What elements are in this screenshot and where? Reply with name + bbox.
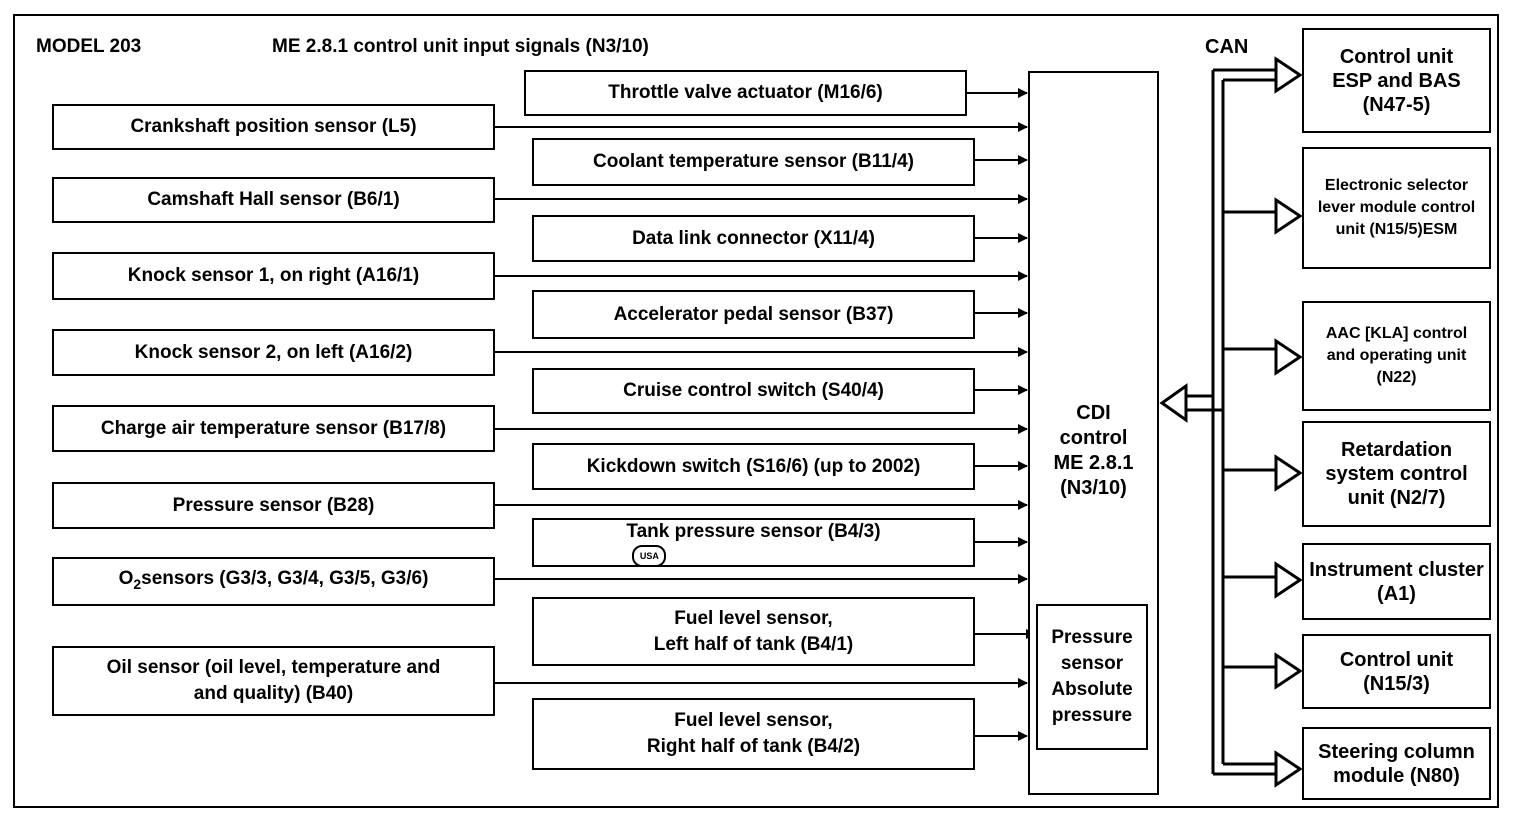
input-tank-pressure-sensor: Tank pressure sensor (B4/3)USA (532, 518, 975, 567)
cdi-label-line: ME 2.8.1 (1053, 452, 1134, 474)
cdi-label-line: control (1059, 427, 1128, 449)
cdi-label-line: (N3/10) (1060, 477, 1127, 499)
input-label: Charge air temperature sensor (B17/8) (100, 417, 447, 439)
model-label: MODEL 203 (36, 36, 142, 57)
output-label-line: (N47-5) (1362, 93, 1431, 116)
output-label-line: and operating unit (1326, 347, 1467, 364)
input-label: Tank pressure sensor (B4/3)USA (626, 519, 881, 567)
can-arrow-n15-3 (1274, 652, 1303, 690)
input-label: Cruise control switch (S40/4) (623, 380, 884, 401)
pressure-sensor-line: Pressure (1051, 627, 1133, 648)
can-arrow-esp (1274, 56, 1303, 94)
input-label: Kickdown switch (S16/6) (up to 2002) (586, 455, 921, 477)
can-arrow-cdi (1159, 383, 1188, 423)
input-label-line2: Right half of tank (B4/2) (646, 736, 861, 757)
can-arrow-retardation (1274, 454, 1303, 492)
cdi-label-line: CDI (1076, 402, 1111, 424)
usa-badge-icon: USA (632, 544, 667, 567)
output-label-line: Control unit (1339, 648, 1454, 671)
input-crankshaft-sensor: Crankshaft position sensor (L5) (52, 104, 495, 150)
output-retardation-control-unit: Retardation system control unit (N2/7) (1302, 421, 1491, 527)
input-data-link-connector: Data link connector (X11/4) (532, 215, 975, 262)
output-label-line: Retardation (1340, 439, 1453, 461)
can-arrow-aac (1274, 338, 1303, 376)
output-label-line: (N22) (1376, 369, 1417, 386)
output-label-line: (N15/3) (1363, 672, 1430, 695)
input-label: O2sensors (G3/3, G3/4, G3/5, G3/6) (118, 568, 429, 592)
input-knock-sensor-2: Knock sensor 2, on left (A16/2) (52, 329, 495, 376)
output-label-line: Electronic selector (1324, 177, 1469, 194)
input-label-line1: Oil sensor (oil level, temperature and (106, 657, 441, 678)
input-label: Accelerator pedal sensor (B37) (613, 303, 894, 325)
input-label: Pressure sensor (B28) (172, 494, 375, 516)
input-label: Knock sensor 2, on left (A16/2) (134, 341, 413, 363)
pressure-sensor-line: pressure (1051, 705, 1133, 726)
output-control-unit-n15-3: Control unit (N15/3) (1302, 634, 1491, 709)
input-fuel-level-right: Fuel level sensor, Right half of tank (B… (532, 698, 975, 770)
output-label-line: unit (N2/7) (1347, 487, 1446, 509)
input-knock-sensor-1: Knock sensor 1, on right (A16/1) (52, 252, 495, 300)
cdi-label: CDI control ME 2.8.1 (N3/10) (1030, 401, 1157, 501)
input-label: Camshaft Hall sensor (B6/1) (147, 189, 400, 210)
input-cruise-switch: Cruise control switch (S40/4) (532, 368, 975, 414)
can-bus-label: CAN (1205, 36, 1249, 58)
output-instrument-cluster: Instrument cluster (A1) (1302, 543, 1491, 620)
input-kickdown-switch: Kickdown switch (S16/6) (up to 2002) (532, 443, 975, 490)
can-arrow-instrument (1274, 561, 1303, 599)
output-esp-bas-control-unit: Control unit ESP and BAS (N47-5) (1302, 28, 1491, 133)
pressure-sensor-line: sensor (1060, 653, 1124, 674)
input-camshaft-sensor: Camshaft Hall sensor (B6/1) (52, 177, 495, 223)
output-label-line: module (N80) (1333, 764, 1460, 787)
absolute-pressure-sensor: Pressure sensor Absolute pressure (1036, 604, 1148, 750)
output-label-line: Control unit (1339, 45, 1454, 68)
input-label: Data link connector (X11/4) (632, 227, 875, 249)
input-label-line2: Left half of tank (B4/1) (653, 633, 854, 655)
input-o2-sensors: O2sensors (G3/3, G3/4, G3/5, G3/6) (52, 557, 495, 606)
output-label-line: Instrument cluster (1309, 558, 1484, 581)
input-label-line2: and quality) (B40) (193, 683, 354, 704)
output-esm-control-unit: Electronic selector lever module control… (1302, 147, 1491, 269)
output-label-line: ESP and BAS (1332, 69, 1461, 92)
input-fuel-level-left: Fuel level sensor, Left half of tank (B4… (532, 597, 975, 666)
output-label-line: system control (1325, 463, 1468, 485)
input-label: Coolant temperature sensor (B11/4) (593, 151, 914, 172)
input-accelerator-sensor: Accelerator pedal sensor (B37) (532, 290, 975, 339)
input-pressure-sensor-b28: Pressure sensor (B28) (52, 482, 495, 529)
output-label-line: unit (N15/5)ESM (1335, 221, 1458, 238)
input-label: Throttle valve actuator (M16/6) (608, 82, 883, 103)
can-arrow-steering (1274, 750, 1303, 788)
input-charge-air-sensor: Charge air temperature sensor (B17/8) (52, 405, 495, 452)
input-oil-sensor: Oil sensor (oil level, temperature and a… (52, 646, 495, 716)
output-label-line: Steering column (1318, 740, 1475, 763)
can-bus (1184, 68, 1278, 776)
input-coolant-sensor: Coolant temperature sensor (B11/4) (532, 138, 975, 186)
output-aac-control-unit: AAC [KLA] control and operating unit (N2… (1302, 301, 1491, 411)
input-label: Crankshaft position sensor (L5) (130, 116, 417, 137)
input-label-line1: Fuel level sensor, (674, 710, 833, 731)
diagram-frame (13, 14, 1499, 808)
can-arrow-esm (1274, 197, 1303, 235)
output-label-line: AAC [KLA] control (1325, 325, 1468, 342)
diagram-title: ME 2.8.1 control unit input signals (N3/… (272, 36, 649, 57)
pressure-sensor-line: Absolute (1051, 679, 1133, 700)
input-label: Knock sensor 1, on right (A16/1) (127, 265, 420, 286)
input-label-line1: Fuel level sensor, (674, 607, 833, 629)
output-steering-column-module: Steering column module (N80) (1302, 727, 1491, 800)
output-label-line: lever module control (1317, 199, 1476, 216)
input-throttle-actuator: Throttle valve actuator (M16/6) (524, 70, 967, 116)
output-label-line: (A1) (1377, 582, 1416, 605)
